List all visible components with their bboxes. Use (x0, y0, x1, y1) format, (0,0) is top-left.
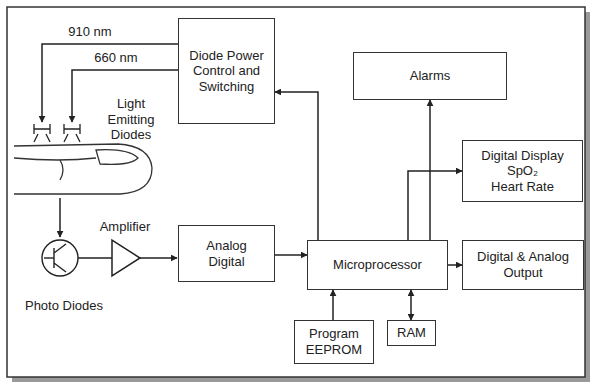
box-label: Alarms (410, 68, 450, 84)
finger (14, 144, 152, 194)
photodiode-symbol (42, 240, 112, 276)
part-label: Light Emitting Diodes (96, 96, 166, 143)
signal-arrow (448, 264, 462, 266)
box-label: Analog Digital (197, 238, 257, 269)
signal-arrow (275, 92, 318, 240)
box-label: Digital & Analog Output (468, 249, 578, 280)
part-label: 660 nm (86, 50, 146, 66)
display-box: Digital DisplaySpO₂Heart Rate (462, 140, 583, 202)
part-label: Amplifier (90, 219, 160, 235)
signal-arrow (408, 171, 462, 240)
alarm-box: Alarms (353, 52, 507, 100)
wire-910 (42, 44, 178, 122)
box-label: Digital Display (481, 148, 563, 164)
led-symbols (34, 124, 80, 142)
signal-arrow (429, 100, 431, 240)
processor-box: Microprocessor (307, 240, 448, 290)
box-label: SpO₂ (507, 163, 538, 179)
memory-box: Program EEPROM (294, 320, 374, 364)
amplifier-symbol (112, 240, 140, 276)
signal-arrow (275, 254, 307, 256)
box-label: Heart Rate (491, 179, 554, 195)
box-label: Program EEPROM (299, 326, 369, 357)
output-box: Digital & Analog Output (462, 240, 584, 290)
light-arrow (59, 198, 61, 237)
memory-box: RAM (387, 320, 436, 346)
converter-box: Analog Digital (178, 225, 275, 282)
part-label: Photo Diodes (14, 298, 114, 314)
signal-arrow (410, 290, 412, 320)
part-label: 910 nm (60, 24, 120, 40)
signal-arrow (332, 290, 334, 320)
box-label: Microprocessor (333, 257, 422, 273)
outer-frame (7, 7, 585, 377)
control-box: Diode Power Control and Switching (178, 18, 275, 124)
box-label: RAM (397, 325, 426, 341)
box-label: Diode Power Control and Switching (187, 48, 267, 95)
signal-wire (140, 257, 177, 259)
